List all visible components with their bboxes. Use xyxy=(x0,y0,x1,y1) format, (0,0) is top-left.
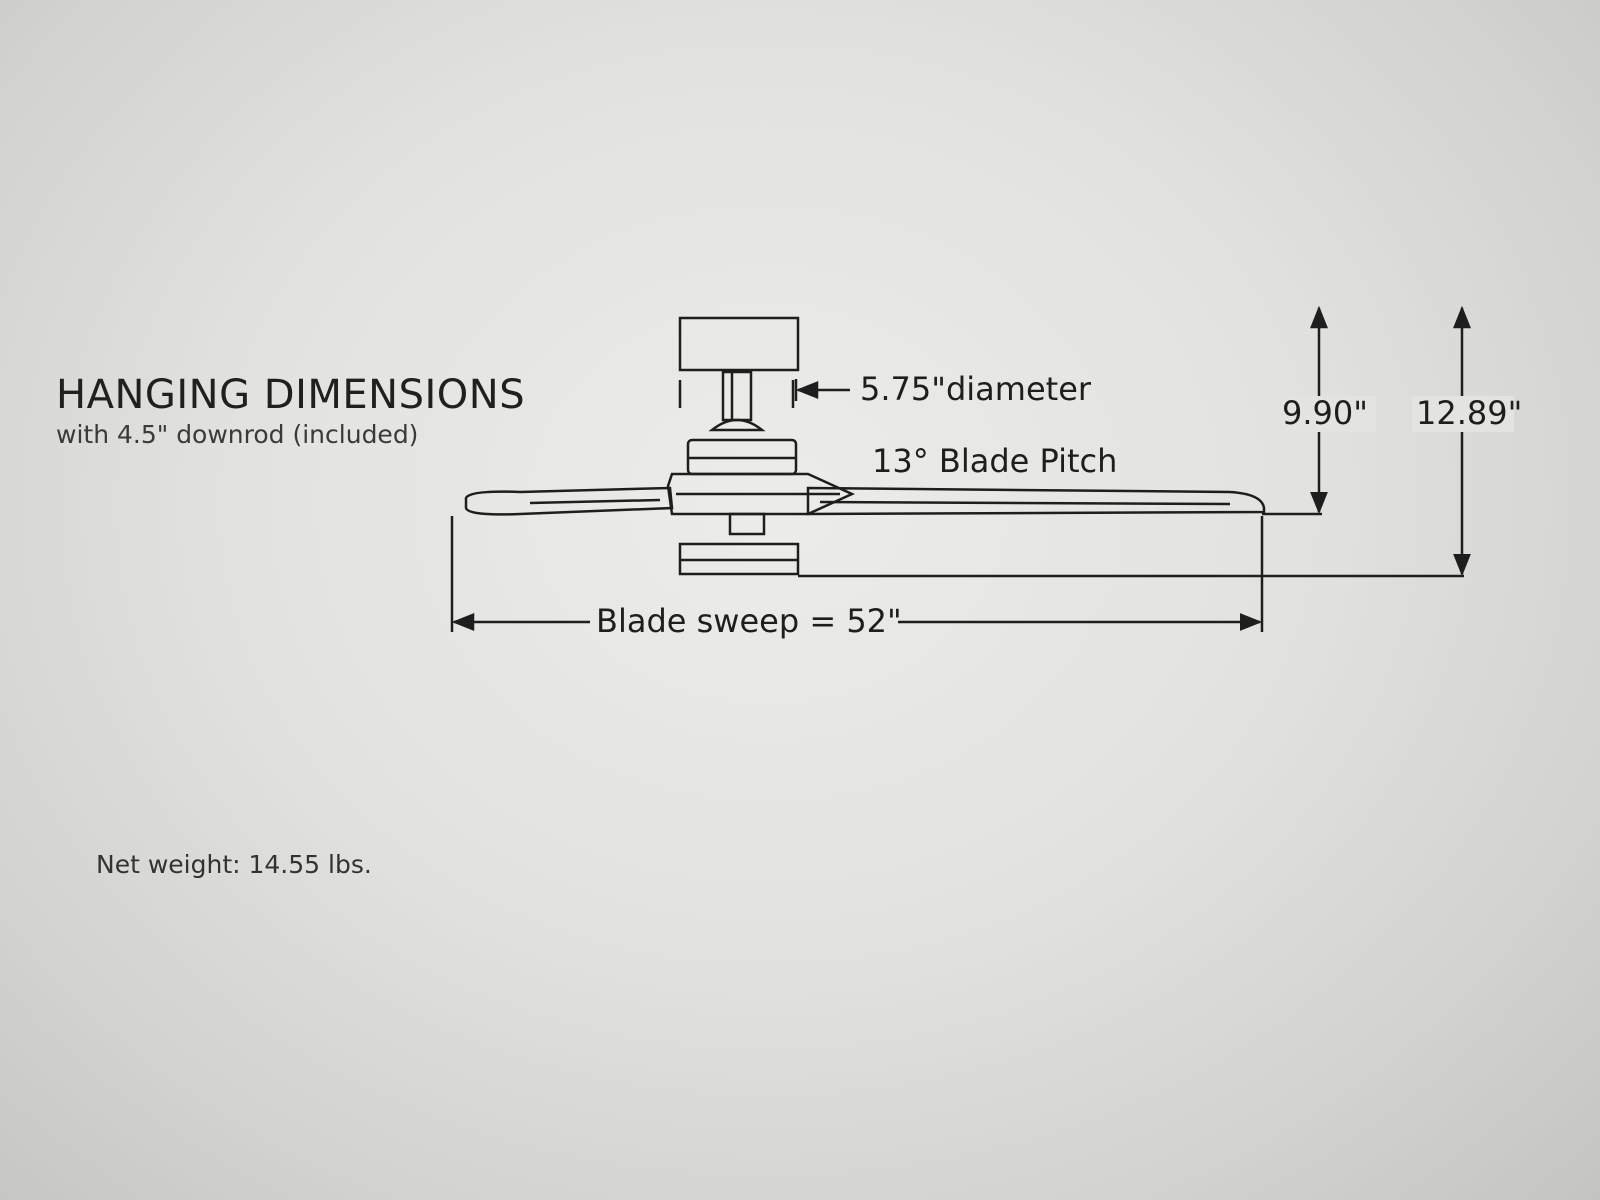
overall-height-label: 12.89" xyxy=(1416,394,1522,432)
blade-hub xyxy=(666,472,856,516)
header: HANGING DIMENSIONS with 4.5" downrod (in… xyxy=(56,372,616,449)
blade-pitch-label: 13° Blade Pitch xyxy=(872,442,1117,480)
light-fitter xyxy=(728,512,766,536)
diameter-label: 5.75"diameter xyxy=(860,370,1092,408)
net-weight: Net weight: 14.55 lbs. xyxy=(96,850,372,879)
downrod xyxy=(721,370,753,422)
page-subtitle: with 4.5" downrod (included) xyxy=(56,420,419,449)
page-title: HANGING DIMENSIONS xyxy=(56,372,526,418)
ceiling-fan-illustration xyxy=(450,316,1464,632)
coupling xyxy=(708,418,766,432)
right-blade xyxy=(806,486,1266,516)
left-blade xyxy=(464,486,674,516)
canopy xyxy=(678,316,800,372)
height-to-blade-label: 9.90" xyxy=(1282,394,1368,432)
blade-sweep-label: Blade sweep = 52" xyxy=(596,602,902,640)
